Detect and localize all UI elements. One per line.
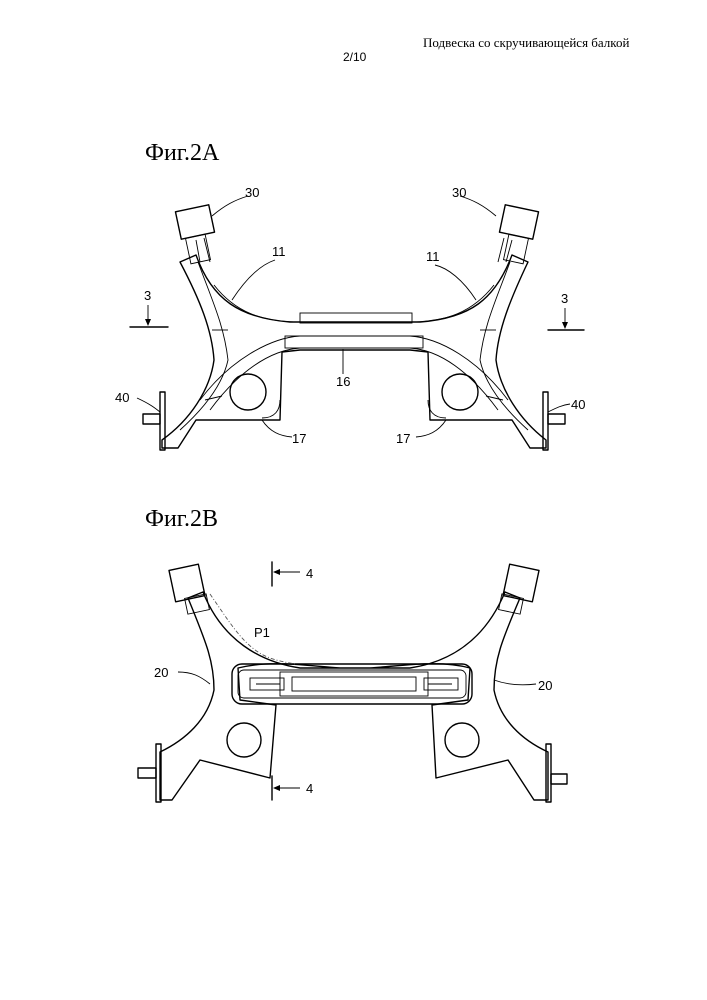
label-20-right: 20 [538, 678, 552, 693]
label-11-right: 11 [426, 249, 440, 264]
label-40-left: 40 [115, 390, 129, 405]
label-p1: P1 [254, 625, 270, 640]
label-40-right: 40 [571, 397, 585, 412]
bracket-30-right [498, 205, 539, 264]
label-4-bottom: 4 [306, 781, 313, 796]
label-16: 16 [336, 374, 350, 389]
figure-2b-drawing [138, 562, 567, 802]
label-17-left: 17 [292, 431, 306, 446]
label-17-right: 17 [396, 431, 410, 446]
label-30-left: 30 [245, 185, 259, 200]
label-3-left: 3 [144, 288, 151, 303]
hole-left [230, 374, 266, 410]
label-20-left: 20 [154, 665, 168, 680]
label-30-right: 30 [452, 185, 466, 200]
figure-2a-drawing [130, 196, 584, 450]
label-11-left: 11 [272, 244, 286, 259]
label-4-top: 4 [306, 566, 313, 581]
hole-right [442, 374, 478, 410]
label-3-right: 3 [561, 291, 568, 306]
